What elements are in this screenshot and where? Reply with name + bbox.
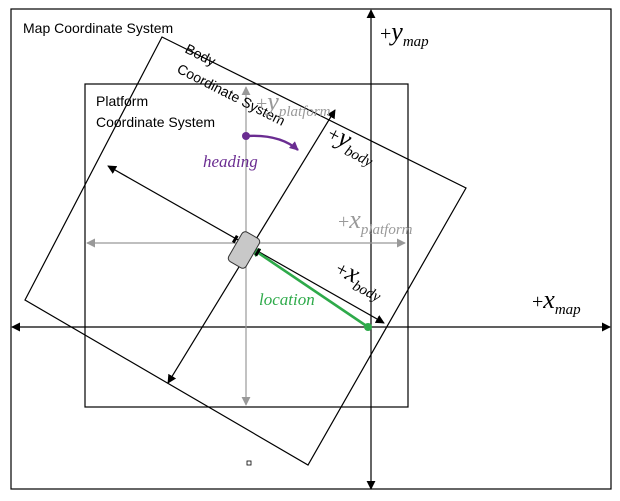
small-marker bbox=[246, 460, 252, 466]
map-x-label: +xmap bbox=[532, 285, 581, 318]
platform-frame bbox=[84, 83, 409, 408]
platform-x-label: +xplatform bbox=[338, 205, 413, 238]
heading-arc bbox=[245, 134, 299, 151]
robot-icon bbox=[227, 231, 262, 269]
platform-y-label: +yplatform bbox=[256, 87, 331, 120]
body-y-label: +ybody bbox=[321, 118, 383, 171]
body-frame bbox=[24, 36, 467, 466]
heading-label: heading bbox=[203, 152, 258, 171]
platform-title-line2: Coordinate System bbox=[96, 114, 215, 130]
location-label: location bbox=[259, 290, 315, 309]
map-title: Map Coordinate System bbox=[23, 20, 173, 36]
map-frame bbox=[10, 8, 612, 490]
location-dot bbox=[364, 323, 372, 331]
location-vector bbox=[250, 246, 369, 329]
platform-title-line1: Platform bbox=[96, 93, 148, 109]
map-y-label: +ymap bbox=[380, 17, 429, 50]
